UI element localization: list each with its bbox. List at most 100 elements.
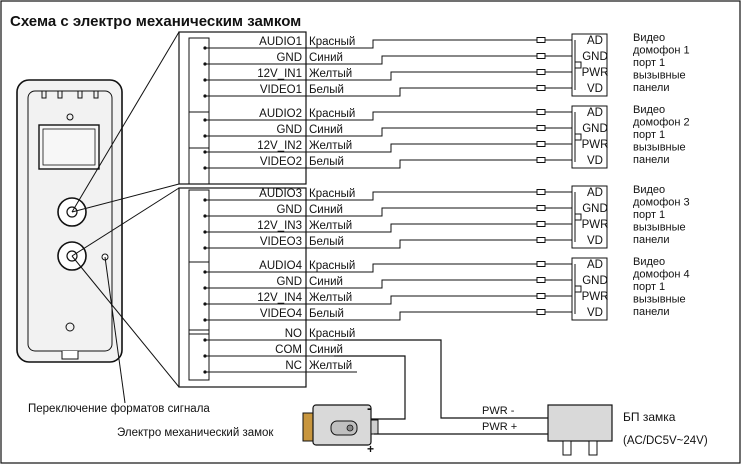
wire-plug xyxy=(536,277,546,283)
lock-label: Электро механический замок xyxy=(117,427,274,439)
signal-wire xyxy=(306,239,537,249)
port-description: домофон 1 xyxy=(633,45,690,57)
monitor-screen-inner xyxy=(42,128,96,166)
port-description: панели xyxy=(633,306,669,318)
signal-wire xyxy=(306,263,537,273)
diagram-title: Схема с электро механическим замком xyxy=(10,13,301,30)
signal-wire xyxy=(306,55,537,65)
callout-line-2a xyxy=(71,187,180,257)
wire-psu-minus xyxy=(334,339,548,419)
port-pin-label: VD xyxy=(587,155,603,167)
monitor-device xyxy=(16,79,123,363)
pin-label: 12V_IN2 xyxy=(257,140,302,152)
wire-color-label: Красный xyxy=(309,188,355,200)
port-pin-label: GND xyxy=(582,203,608,215)
pin-label: VIDEO1 xyxy=(260,84,302,96)
port-description: вызывные xyxy=(633,142,686,154)
port-description: Видео xyxy=(633,256,665,268)
lock-bolt xyxy=(302,412,315,442)
pin-label: GND xyxy=(276,124,302,136)
port-pin-label: GND xyxy=(582,275,608,287)
signal-wire xyxy=(306,279,537,289)
psu-prong-left xyxy=(562,440,572,456)
wire-plug xyxy=(536,37,546,43)
wire-color-label: Белый xyxy=(309,156,344,168)
terminal-block xyxy=(188,261,210,335)
port-pin-label: AD xyxy=(587,259,603,271)
port-pin-label: VD xyxy=(587,83,603,95)
port-latch-icon xyxy=(574,40,582,90)
port-description: Видео xyxy=(633,184,665,196)
port-description: порт 1 xyxy=(633,129,665,141)
callout-line-1b xyxy=(71,183,180,213)
terminal-block xyxy=(188,111,210,185)
wire-color-label: Желтый xyxy=(309,292,352,304)
power-supply xyxy=(547,404,613,456)
wire-lock-minus xyxy=(334,355,406,420)
wire-plug xyxy=(536,53,546,59)
pin-label: VIDEO4 xyxy=(260,308,303,320)
pwr-minus-label: PWR - xyxy=(482,405,515,417)
callout-line-2b xyxy=(71,255,180,388)
pin-label: AUDIO3 xyxy=(259,188,302,200)
wire-color-label: Синий xyxy=(309,124,343,136)
relay-pin-label: NO xyxy=(285,328,302,340)
pin-label: VIDEO3 xyxy=(260,236,302,248)
port-connector xyxy=(571,185,608,249)
wire-color-label: Синий xyxy=(309,52,343,64)
signal-wire xyxy=(306,207,537,217)
wire-plug xyxy=(536,157,546,163)
monitor-screw-top xyxy=(66,113,74,121)
psu-spec: (AC/DC5V~24V) xyxy=(623,435,708,447)
monitor-bottom-clip xyxy=(61,351,79,360)
wire-plug xyxy=(536,125,546,131)
wire-color-label: Синий xyxy=(309,276,343,288)
pin-label: GND xyxy=(276,52,302,64)
port-pin-label: PWR xyxy=(582,67,609,79)
lock-keyhole-icon xyxy=(346,424,354,432)
monitor-screen xyxy=(38,124,100,170)
port-description: порт 1 xyxy=(633,209,665,221)
port-connector xyxy=(571,33,608,97)
wire-plug xyxy=(536,309,546,315)
signal-wire xyxy=(306,191,537,201)
terminal-enclosure-top xyxy=(178,31,307,185)
port-description: панели xyxy=(633,154,669,166)
signal-wire xyxy=(306,311,537,321)
signal-wire xyxy=(306,39,537,49)
signal-wire xyxy=(306,71,537,81)
port-pin-label: AD xyxy=(587,35,603,47)
wire-plug xyxy=(536,85,546,91)
monitor-clips xyxy=(41,91,99,99)
port-pin-label: PWR xyxy=(582,219,609,231)
relay-color-label: Красный xyxy=(309,328,355,340)
wire-color-label: Красный xyxy=(309,260,355,272)
port-description: вызывные xyxy=(633,222,686,234)
signal-wire xyxy=(306,111,537,121)
terminal-block xyxy=(188,37,210,149)
signal-wire xyxy=(306,87,537,97)
port-connector xyxy=(571,257,608,321)
wire-color-label: Желтый xyxy=(309,68,352,80)
port-description: Видео xyxy=(633,32,665,44)
switch-callout-line xyxy=(104,256,126,404)
wire-plug xyxy=(536,221,546,227)
port-latch-icon xyxy=(574,192,582,242)
signal-wire xyxy=(306,223,537,233)
wire-plug xyxy=(536,205,546,211)
wire-color-label: Белый xyxy=(309,308,344,320)
port-latch-icon xyxy=(574,264,582,314)
wire-plug xyxy=(536,189,546,195)
port-description: домофон 3 xyxy=(633,197,690,209)
pin-label: VIDEO2 xyxy=(260,156,302,168)
pin-label: 12V_IN4 xyxy=(257,292,302,304)
wire-color-label: Красный xyxy=(309,108,355,120)
pin-label: AUDIO1 xyxy=(259,36,302,48)
relay-pin-label: NC xyxy=(285,360,302,372)
psu-title: БП замка xyxy=(623,410,676,424)
port-description: панели xyxy=(633,82,669,94)
